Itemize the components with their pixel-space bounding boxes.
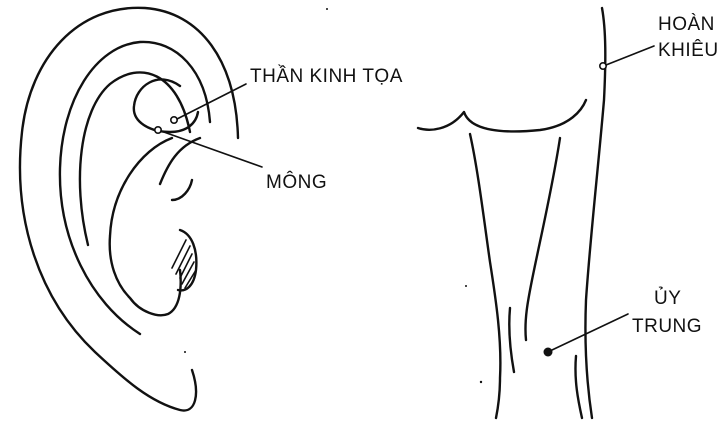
ear-icon xyxy=(20,8,238,411)
speck xyxy=(465,285,467,287)
ear-small-fold xyxy=(172,180,192,200)
legs-icon xyxy=(418,8,605,418)
ear-helix-outer xyxy=(20,8,238,411)
calf-line xyxy=(575,356,582,418)
speck xyxy=(326,8,328,10)
left-leg-outline xyxy=(470,134,500,418)
mong-point xyxy=(155,127,161,133)
label-uy-trung-line1: ỦY xyxy=(654,288,681,310)
than-kinh-toa-point xyxy=(171,117,177,123)
label-uy-trung-line2: TRUNG xyxy=(632,316,702,338)
speck xyxy=(184,351,186,353)
label-hoan-khieu-line2: KHIÊU xyxy=(658,40,719,62)
hoan-khieu-leader-line xyxy=(606,46,654,65)
uy-trung-leader-line xyxy=(552,314,628,350)
mong-leader-line xyxy=(161,131,262,167)
label-hoan-khieu-line1: HOÀN xyxy=(658,14,715,36)
uy-trung-point xyxy=(544,348,553,357)
hoan-khieu-point xyxy=(600,63,606,69)
label-mong: MÔNG xyxy=(266,172,327,194)
ear-crus xyxy=(160,138,200,184)
speck xyxy=(480,381,482,383)
inner-leg-line xyxy=(525,138,560,340)
knee-crease xyxy=(509,308,514,372)
ear-helix-inner xyxy=(60,42,210,334)
label-than-kinh-toa: THẦN KINH TỌA xyxy=(250,66,403,88)
buttocks-outline xyxy=(418,100,586,131)
